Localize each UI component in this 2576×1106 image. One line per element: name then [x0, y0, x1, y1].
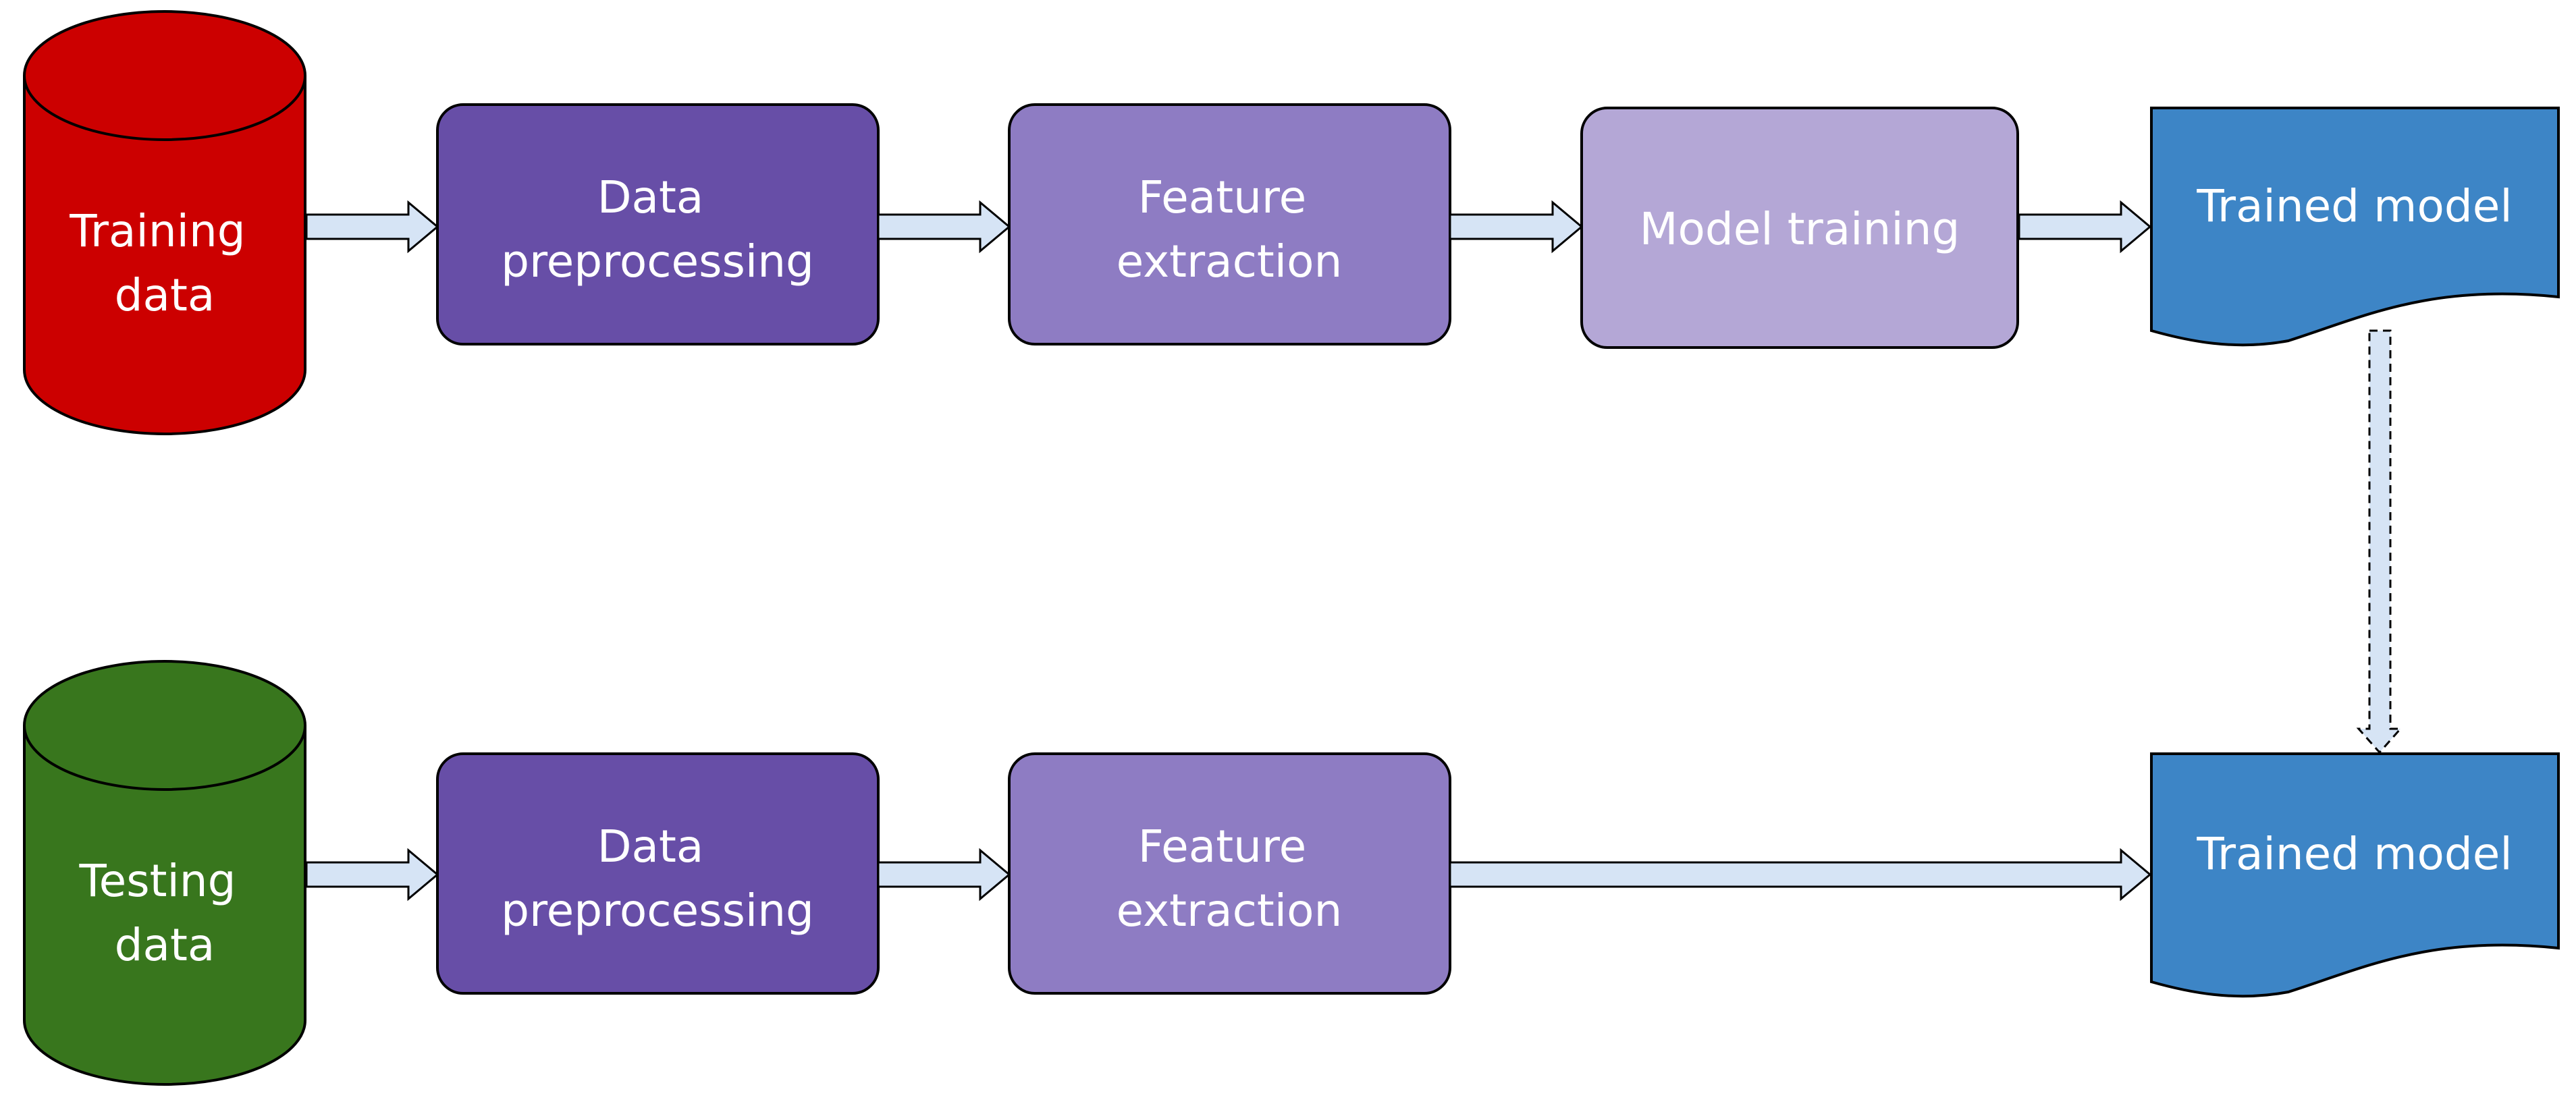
testing-data-body: [23, 725, 306, 1086]
testing-data-label: Testing data: [78, 855, 250, 971]
arrow-test-preprocess-to-features: [877, 848, 1011, 902]
arrow-test-source-to-preprocess: [305, 848, 439, 902]
model-training-label: Model training: [1640, 203, 1960, 255]
arrow-trained-model-to-test-model: [2356, 329, 2403, 754]
model-training-box: Model training: [1580, 107, 2019, 349]
arrow-train-features-to-model-training: [1449, 200, 1584, 254]
test-preprocess-label: Data preprocessing: [501, 821, 814, 937]
train-features-label: Feature extraction: [1117, 171, 1343, 287]
test-trained-model-label: Trained model: [2196, 828, 2512, 880]
train-trained-model-doc: Trained model: [2150, 107, 2560, 347]
arrow-model-training-to-trained-model: [2018, 200, 2152, 254]
test-trained-model-doc: Trained model: [2150, 752, 2560, 998]
testing-data-top: [23, 660, 306, 791]
training-data-cylinder: Training data: [23, 10, 306, 435]
test-features-label: Feature extraction: [1117, 821, 1343, 937]
testing-data-cylinder: Testing data: [23, 660, 306, 1086]
arrow-test-features-to-trained-model: [1449, 848, 2152, 902]
training-data-label: Training data: [69, 205, 259, 321]
training-data-body: [23, 76, 306, 435]
arrow-train-preprocess-to-features: [877, 200, 1011, 254]
train-trained-model-label: Trained model: [2196, 180, 2512, 232]
train-preprocess-box: Data preprocessing: [436, 103, 880, 345]
test-features-box: Feature extraction: [1008, 752, 1451, 995]
train-features-box: Feature extraction: [1008, 103, 1451, 345]
arrow-train-source-to-preprocess: [305, 200, 439, 254]
test-preprocess-box: Data preprocessing: [436, 752, 880, 995]
training-data-top: [23, 10, 306, 141]
train-preprocess-label: Data preprocessing: [501, 171, 814, 287]
